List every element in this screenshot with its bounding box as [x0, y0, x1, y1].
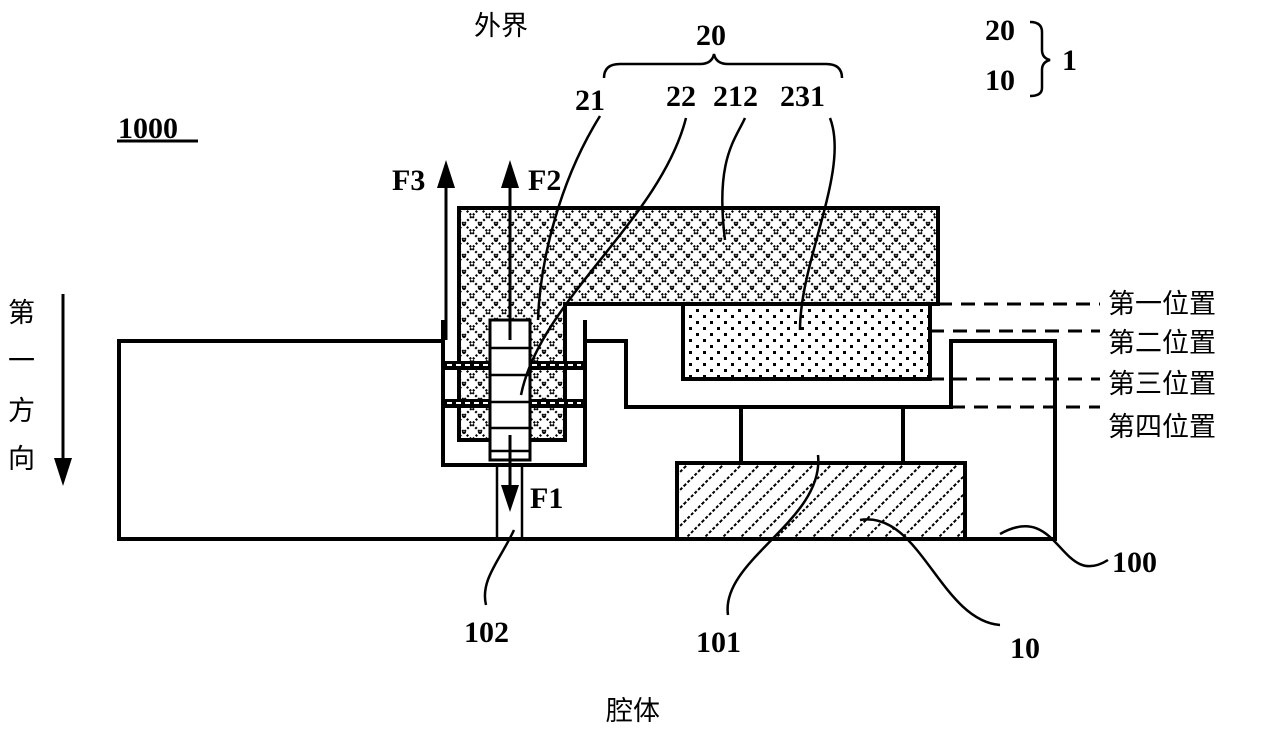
chip-10: [675, 461, 967, 541]
valve-stem-segments: [490, 346, 530, 453]
assembly-group-label: 20: [696, 19, 726, 52]
label-21: 21: [575, 84, 605, 117]
force-f1-label: F1: [530, 482, 563, 515]
label-102: 102: [464, 616, 509, 649]
direction-char-4: 向: [8, 444, 35, 475]
leader-101: [726, 454, 820, 616]
label-231: 231: [780, 80, 825, 113]
block-231: [681, 302, 932, 381]
legend-item-10: 10: [985, 64, 1015, 97]
channel-102: [495, 465, 524, 539]
force-f3-label: F3: [392, 164, 425, 197]
legend-item-20: 20: [985, 14, 1015, 47]
legend-brace: [1029, 20, 1051, 98]
force-f1-arrow-icon: [501, 485, 519, 512]
label-100: 100: [1112, 546, 1157, 579]
direction-char-3: 方: [8, 396, 35, 427]
position-label-3: 第三位置: [1108, 369, 1216, 400]
outside-label: 外界: [474, 11, 528, 42]
leader-231: [798, 117, 836, 331]
direction-char-2: 一: [8, 346, 35, 377]
leader-10: [859, 518, 1001, 627]
position-label-1: 第一位置: [1108, 289, 1216, 320]
position-label-2: 第二位置: [1108, 328, 1216, 359]
assembly-group-brace: [602, 53, 844, 79]
label-212: 212: [713, 80, 758, 113]
legend-result: 1: [1062, 44, 1077, 77]
seal-rings: [445, 361, 583, 408]
mount-hole: [441, 320, 587, 467]
leader-212: [721, 117, 747, 241]
body-100: [117, 339, 1057, 541]
label-22: 22: [666, 80, 696, 113]
label-10: 10: [1010, 632, 1040, 665]
leader-100: [999, 525, 1109, 568]
label-101: 101: [696, 626, 741, 659]
pillar-101: [739, 407, 905, 463]
leader-21: [536, 115, 602, 321]
force-f3-arrow-icon: [437, 160, 455, 188]
direction-arrow-head-icon: [54, 458, 72, 486]
leader-102: [483, 529, 516, 606]
leader-22: [519, 117, 688, 396]
force-f2-arrow-icon: [501, 160, 519, 188]
position-label-4: 第四位置: [1108, 412, 1216, 443]
direction-char-1: 第: [8, 298, 35, 329]
force-f2-label: F2: [528, 164, 561, 197]
cavity-label: 腔体: [606, 696, 660, 727]
